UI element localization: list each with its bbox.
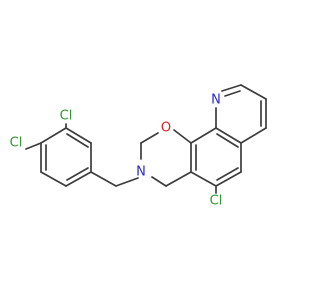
bond <box>140 132 159 144</box>
bond <box>240 127 267 144</box>
bond <box>216 167 239 181</box>
nitrogen-label-amine: N <box>136 165 146 180</box>
bond <box>65 171 92 187</box>
bond <box>66 167 89 181</box>
bond <box>165 171 192 187</box>
bond <box>90 171 117 187</box>
bond <box>40 127 67 144</box>
chlorine-label-bottom: Cl <box>210 194 223 209</box>
bond <box>190 127 217 144</box>
bond <box>173 129 192 144</box>
nitrogen-label-ring: N <box>211 93 221 108</box>
bond <box>221 84 242 92</box>
bond <box>240 84 267 100</box>
molecule-structure: Cl Cl Cl N N O <box>10 84 267 209</box>
bond <box>224 90 241 97</box>
atom-labels: Cl Cl Cl N N O <box>10 93 223 209</box>
chlorine-label-top: Cl <box>60 109 73 124</box>
bond <box>215 171 242 187</box>
bond <box>190 171 217 187</box>
bond <box>151 176 167 187</box>
bond <box>215 127 242 144</box>
bond <box>65 127 92 144</box>
bond <box>216 133 239 148</box>
bond <box>115 177 139 187</box>
oxygen-label: O <box>161 121 171 136</box>
bond <box>66 133 89 148</box>
bond <box>25 142 42 150</box>
bond <box>40 171 67 187</box>
chlorine-label-left: Cl <box>10 136 23 151</box>
bonds <box>25 84 267 194</box>
